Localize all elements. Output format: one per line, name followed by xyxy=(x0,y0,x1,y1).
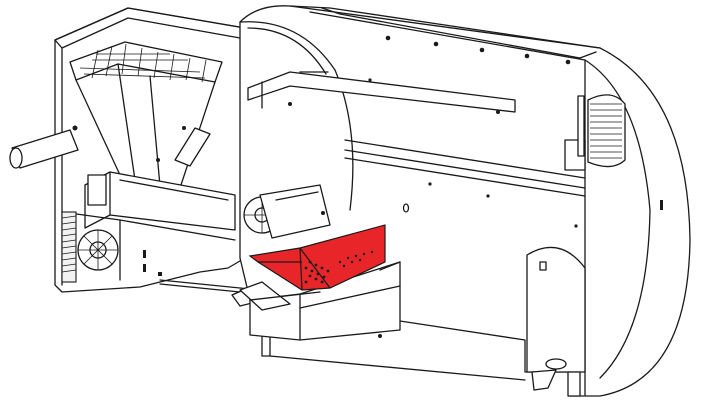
fan-grille xyxy=(61,211,119,283)
inlet-pipe xyxy=(9,129,79,169)
tray-perforations xyxy=(304,250,374,284)
vent-grille xyxy=(577,94,626,168)
hopper-unit xyxy=(9,7,273,307)
main-housing xyxy=(239,5,691,397)
highlighted-tray xyxy=(248,224,386,291)
access-door xyxy=(526,246,586,373)
